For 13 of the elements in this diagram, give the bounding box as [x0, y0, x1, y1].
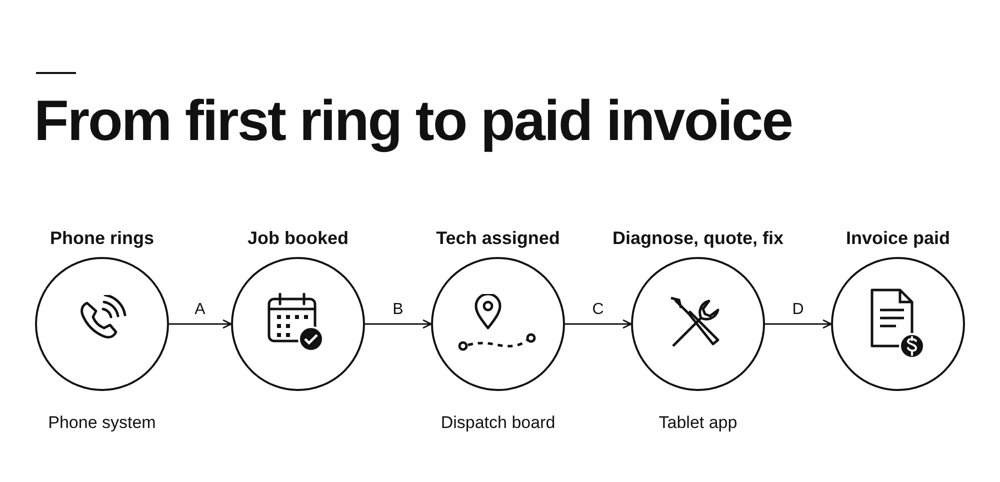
step-heading: Job booked — [246, 228, 350, 249]
system-caption: Dispatch board — [440, 413, 556, 433]
step-heading: Tech assigned — [435, 228, 561, 249]
arrow — [565, 319, 632, 329]
step-heading: Phone rings — [48, 228, 155, 249]
system-caption: Phone system — [47, 413, 157, 433]
arrow — [765, 319, 832, 329]
arrow — [365, 319, 432, 329]
step-heading: Diagnose, quote, fix — [611, 228, 785, 249]
arrow — [169, 319, 232, 329]
title: From first ring to paid invoice — [34, 88, 792, 154]
step-heading: Invoice paid — [844, 228, 952, 249]
system-caption: Tablet app — [658, 413, 738, 433]
